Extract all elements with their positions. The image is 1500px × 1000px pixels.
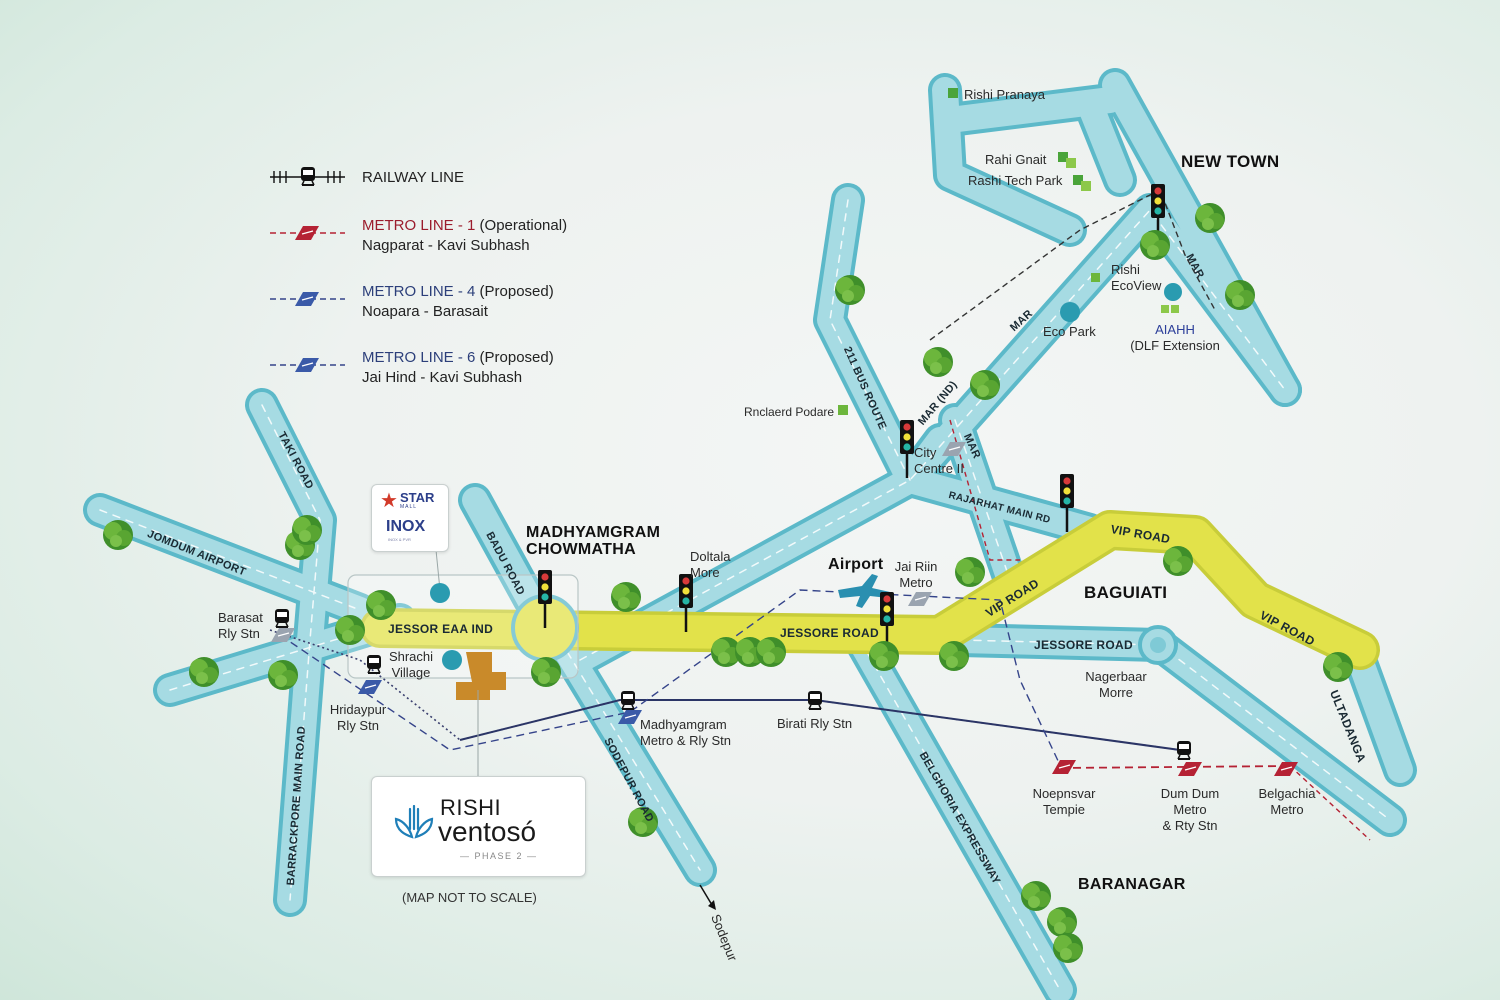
place-city-centre: City Centre II (914, 445, 964, 477)
place-hridaypur-line2: Rly Stn (337, 718, 379, 733)
star-mall-logo: ★ STAR MALL (380, 491, 434, 511)
leaf-logo-icon (394, 805, 434, 839)
legend-metro4-num: 4 (467, 283, 476, 300)
inox-sub: INOX & PVR (388, 537, 411, 542)
road-network (83, 68, 1417, 1000)
place-dlf-extension: AIAHH (DLF Extension (1130, 322, 1220, 354)
road-jessore-west: JESSOR EAA IND (388, 622, 494, 636)
place-nagerbazar-more: Nagerbaar Morre (1080, 669, 1152, 701)
railway-lines (269, 629, 1181, 751)
legend-metro6-title: METRO LINE - (362, 349, 468, 366)
area-madhyamgram-line2: CHOWMATHA (526, 541, 636, 558)
legend-metro-4: METRO LINE - 4 (Proposed) Noapara - Bara… (362, 282, 554, 322)
place-rishi-ecoview: Rishi EcoView (1111, 262, 1161, 294)
legend-metro-1: METRO LINE - 1 (Operational) Nagparat - … (362, 216, 567, 256)
place-barasat-rly-stn: Barasat Rly Stn (218, 610, 263, 642)
place-rashi-tech-park: Rashi Tech Park (968, 173, 1063, 188)
place-rishi-ecoview-line2: EcoView (1111, 278, 1162, 293)
inox-brand: INOX (386, 518, 426, 535)
legend-metro4-route: Noapara - Barasait (362, 303, 488, 320)
place-dlf-line1: AIAHH (1155, 322, 1195, 337)
place-dumdum-line2: Metro (1173, 802, 1207, 817)
place-madhyamgram-stn: Madhyamgram Metro & Rly Stn (640, 717, 731, 749)
place-city-centre-line2: Centre II (914, 461, 964, 476)
map-scale-note: (MAP NOT TO SCALE) (402, 890, 537, 905)
area-madhyamgram-line1: MADHYAMGRAM (526, 524, 661, 541)
place-noapara-line1: Noepnsvar (1032, 786, 1096, 801)
star-mall-inox-callout[interactable]: ★ STAR MALL INOX INOX & PVR (371, 484, 449, 552)
legend-metro6-status: (Proposed) (475, 349, 554, 366)
legend-metro4-status: (Proposed) (475, 283, 554, 300)
place-shrachi-village: Shrachi Village (386, 649, 436, 681)
project-name-ventoso: ventosó (438, 816, 537, 847)
star-mall-brand: STAR (399, 490, 435, 505)
place-city-centre-line1: City (914, 445, 937, 460)
place-belgachia-metro: Belgachia Metro (1252, 786, 1322, 818)
place-barasat-line1: Barasat (218, 610, 263, 625)
legend-metro1-num: 1 (467, 217, 476, 234)
legend-metro1-route: Nagparat - Kavi Subhash (362, 237, 530, 254)
place-dlf-line2: (DLF Extension (1130, 338, 1220, 353)
place-jai-hind-metro: Jai Riin Metro (888, 559, 944, 591)
road-jessore-east: JESSORE ROAD (1034, 638, 1133, 652)
legend-metro4-title: METRO LINE - (362, 283, 468, 300)
place-enclave: Rnclaerd Podare (744, 405, 835, 419)
road-jessore-main: JESSORE ROAD (780, 626, 879, 640)
place-noapara-temple: Noepnsvar Tempie (1028, 786, 1100, 818)
place-barasat-line2: Rly Stn (218, 626, 260, 641)
legend-metro6-route: Jai Hind - Kavi Subhash (362, 369, 523, 386)
place-jai-hind-line2: Metro (899, 575, 933, 590)
legend-metro1-status: (Operational) (475, 217, 568, 234)
legend-metro1-icon (270, 225, 345, 241)
legend-metro1-title: METRO LINE - (362, 217, 468, 234)
place-belgachia-line1: Belgachia (1258, 786, 1316, 801)
place-shrachi-line2: Village (391, 665, 431, 680)
project-name-rishi: RISHI (440, 795, 502, 820)
place-noapara-line2: Tempie (1043, 802, 1085, 817)
place-nagerbazar-line2: Morre (1099, 685, 1133, 700)
place-doltala-line2: More (690, 565, 720, 580)
label-airport: Airport (828, 556, 884, 573)
place-rishi-pranaya: Rishi Pranaya (964, 87, 1045, 102)
place-madhyamgram-stn-line2: Metro & Rly Stn (640, 733, 732, 748)
place-dumdum-line3: & Rty Stn (1162, 818, 1218, 833)
place-belgachia-line2: Metro (1270, 802, 1304, 817)
rishi-ventoso-callout[interactable]: RISHI ventosó — PHASE 2 — (371, 776, 586, 877)
project-plot (456, 652, 506, 700)
place-hridaypur-rly-stn: Hridaypur Rly Stn (325, 702, 391, 734)
place-doltala-more: Doltala More (690, 549, 730, 581)
star-icon: ★ (380, 490, 398, 512)
place-madhyamgram-stn-line1: Madhyamgram (640, 717, 727, 732)
place-jai-hind-line1: Jai Riin (894, 559, 938, 574)
area-new-town: NEW TOWN (1181, 152, 1280, 171)
legend-railway: RAILWAY LINE (362, 168, 464, 188)
place-hridaypur-line1: Hridaypur (329, 702, 387, 717)
star-mall-sub: MALL (399, 504, 417, 510)
place-dumdum-line1: Dum Dum (1160, 786, 1220, 801)
place-rishi-ecoview-line1: Rishi (1111, 262, 1140, 277)
area-baguiati: BAGUIATI (1084, 583, 1168, 602)
place-eco-park: Eco Park (1043, 324, 1096, 339)
area-madhyamgram: MADHYAMGRAM CHOWMATHA (526, 524, 660, 558)
place-doltala-line1: Doltala (690, 549, 731, 564)
airport-plane-icon (838, 574, 890, 608)
area-baranagar: BARANAGAR (1078, 876, 1186, 893)
legend-metro4-icon (270, 291, 345, 307)
legend-metro-6: METRO LINE - 6 (Proposed) Jai Hind - Kav… (362, 348, 554, 388)
legend-railway-icon (270, 166, 345, 186)
legend-metro6-icon (270, 357, 345, 373)
legend-railway-label: RAILWAY LINE (362, 169, 464, 186)
place-birati-rly-stn: Birati Rly Stn (777, 716, 853, 731)
place-dum-dum-metro: Dum Dum Metro & Rty Stn (1152, 786, 1228, 834)
place-shrachi-line1: Shrachi (388, 649, 434, 664)
place-rahi-gnait: Rahi Gnait (985, 152, 1047, 167)
place-nagerbazar-line1: Nagerbaar (1085, 669, 1147, 684)
legend-metro6-num: 6 (467, 349, 476, 366)
project-phase: — PHASE 2 — (460, 851, 538, 861)
